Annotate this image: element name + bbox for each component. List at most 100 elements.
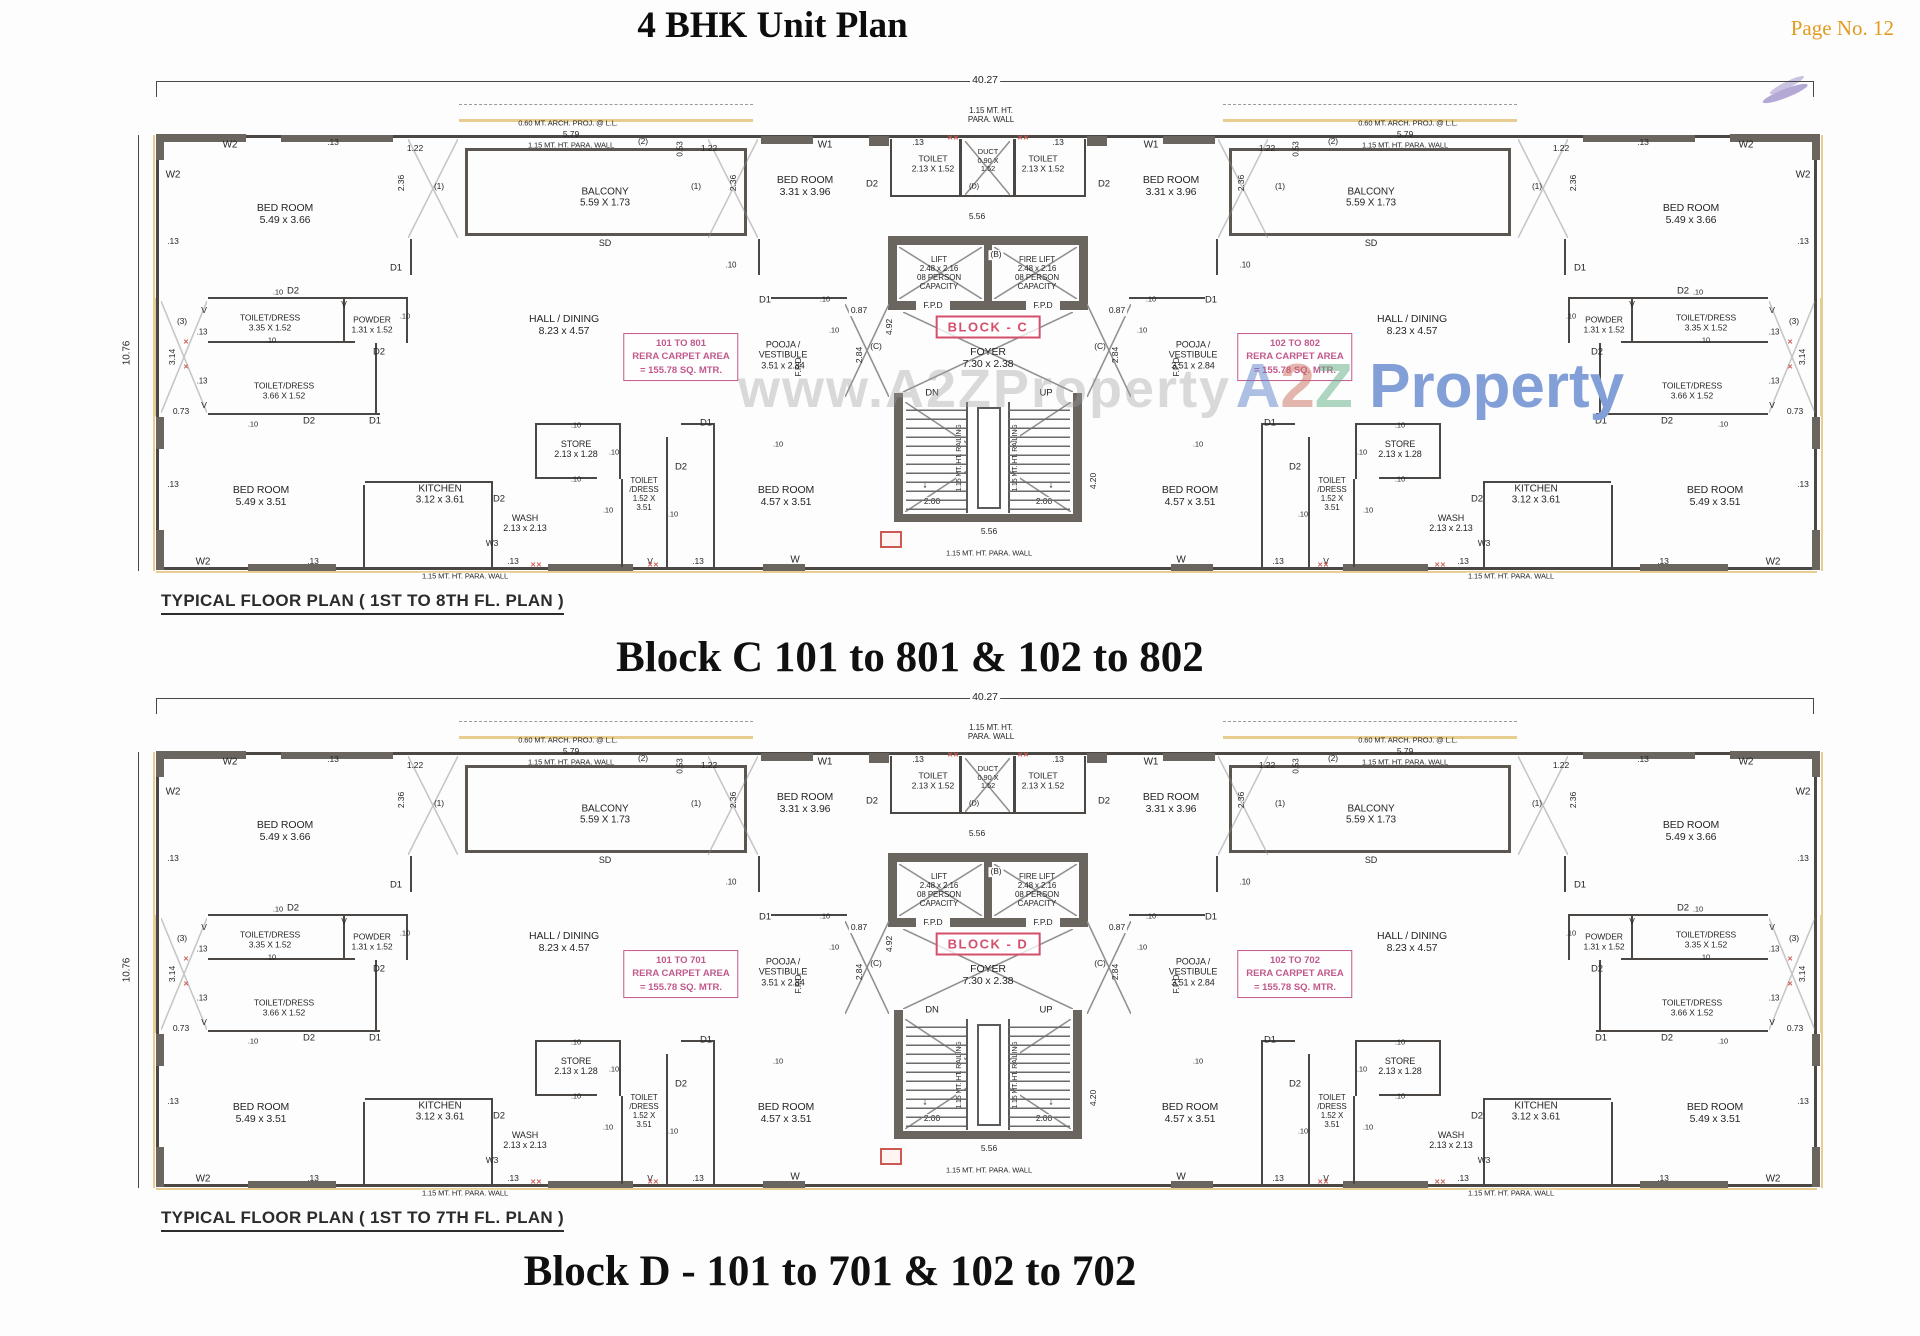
block-label: BLOCK - D: [935, 932, 1041, 956]
plan-label: .13: [1768, 376, 1780, 386]
plan-label: .10: [1565, 311, 1577, 321]
plan-label: KITCHEN 3.12 x 3.61: [1511, 483, 1561, 506]
plan-label: V: [1769, 305, 1775, 316]
plan-label: 0.73: [172, 406, 190, 417]
plan-label: D2: [1677, 285, 1689, 297]
plan-label: .10: [1136, 325, 1148, 335]
wall-segment: [1583, 752, 1695, 759]
plan-label: WASH 2.13 x 2.13: [503, 512, 547, 533]
wall-segment: [208, 1030, 380, 1032]
plan-label: (1): [1274, 798, 1286, 809]
plan-label: D1: [1264, 417, 1276, 429]
plan-label: 40.27: [970, 691, 1000, 704]
plan-label: .13: [1457, 556, 1469, 567]
wall-segment: [1621, 341, 1768, 343]
plan-label: 0.73: [172, 1023, 190, 1034]
plan-label: SD: [598, 237, 612, 248]
wall-segment: [1640, 1181, 1728, 1188]
furniture-mark: [880, 1148, 902, 1165]
cross-marker: [845, 304, 889, 397]
plan-label: .10: [1239, 260, 1251, 270]
wall-segment: [984, 853, 992, 927]
plan-label: POOJA / VESTIBULE 3.51 x 2.84: [1168, 339, 1218, 371]
plan-label: TOILET 2.13 X 1.52: [1021, 770, 1065, 790]
plan-label: .13: [1797, 236, 1809, 247]
plan-label: BALCONY 5.59 X 1.73: [1345, 186, 1397, 209]
plan-label: 2.36: [1568, 791, 1579, 809]
wall-segment: [406, 299, 408, 343]
plan-label: HALL / DINING 8.23 x 4.57: [528, 313, 600, 337]
plan-label: (B): [988, 249, 1004, 260]
wall-segment: [1621, 958, 1768, 960]
plan-label: .10: [570, 474, 582, 484]
red-mark: ✕: [183, 981, 189, 989]
plan-label: .10: [570, 420, 582, 430]
plan-label: W2: [165, 786, 181, 798]
wall-segment: [153, 298, 156, 416]
wall-segment: [1564, 239, 1566, 275]
wall-segment: [1596, 413, 1768, 415]
plan-label: .10: [247, 419, 259, 429]
plan-label: BALCONY 5.59 X 1.73: [579, 186, 631, 209]
plan-label: .10: [1145, 294, 1157, 304]
stair-flight-up: [1008, 402, 1070, 513]
wall-segment: [1611, 485, 1613, 567]
plan-label: V: [1323, 556, 1329, 567]
plan-label: TOILET 2.13 X 1.52: [1021, 153, 1065, 173]
red-mark: ✕✕: [647, 1179, 659, 1187]
wall-segment: [406, 916, 408, 960]
cross-marker: [899, 864, 982, 916]
wall-segment: [1084, 756, 1086, 814]
plan-label: .13: [307, 556, 319, 567]
wall-segment: [888, 236, 897, 310]
cross-marker: [708, 756, 758, 855]
wall-segment: [459, 736, 753, 739]
wall-segment: [1355, 1040, 1441, 1042]
plan-label: UP: [1039, 387, 1053, 399]
wall-segment: [1163, 136, 1215, 144]
plan-label: .13: [692, 556, 704, 567]
plan-label: 1.15 MT. HT. PARA. WALL: [419, 1188, 511, 1199]
wall-segment: [343, 916, 345, 960]
red-mark: ✕: [183, 339, 189, 347]
block-label: BLOCK - C: [935, 315, 1041, 339]
wall-segment: [343, 299, 345, 343]
plan-label: KITCHEN 3.12 x 3.61: [415, 483, 465, 506]
plan-label: V: [201, 1017, 207, 1028]
wall-segment: [758, 856, 760, 892]
plan-label: UP: [1039, 1004, 1053, 1016]
plan-label: .10: [1192, 439, 1204, 449]
red-mark: ✕: [183, 364, 189, 372]
wall-segment: [459, 104, 753, 106]
plan-label: W1: [817, 756, 833, 768]
wall-segment: [1730, 751, 1820, 759]
wall-segment: [208, 914, 408, 916]
wall-segment: [1171, 564, 1213, 571]
wall-segment: [1812, 751, 1820, 777]
wall-segment: [1483, 1098, 1485, 1184]
plan-label: TOILET/DRESS 3.35 X 1.52: [239, 929, 301, 949]
plan-label: .13: [507, 1173, 519, 1184]
wall-segment: [666, 1054, 668, 1184]
plan-label: W2: [1765, 1173, 1781, 1185]
plan-label: BED ROOM 4.57 x 3.51: [757, 1101, 815, 1125]
wall-segment: [761, 753, 813, 761]
plan-label: .10: [1699, 952, 1711, 962]
wall-segment: [156, 751, 164, 777]
cross-marker: [1518, 139, 1568, 238]
plan-label: BED ROOM 3.31 x 3.96: [776, 174, 834, 198]
block-c-caption: Block C 101 to 801 & 102 to 802: [616, 634, 1204, 681]
plan-label: POWDER 1.31 x 1.52: [1583, 314, 1625, 334]
wall-segment: [138, 135, 139, 571]
plan-label: 1.15 MT. HT. PARA. WALL: [1361, 140, 1449, 150]
wall-segment: [1564, 856, 1566, 892]
red-mark: ✕✕: [647, 562, 659, 570]
wall-segment: [156, 1184, 1817, 1187]
wall-segment: [888, 853, 897, 927]
wall-segment: [761, 136, 813, 144]
plan-label: .10: [247, 1036, 259, 1046]
plan-label: .10: [1145, 911, 1157, 921]
wall-segment: [1073, 1010, 1082, 1139]
wall-segment: [888, 918, 916, 927]
plan-label: .10: [1394, 1037, 1406, 1047]
